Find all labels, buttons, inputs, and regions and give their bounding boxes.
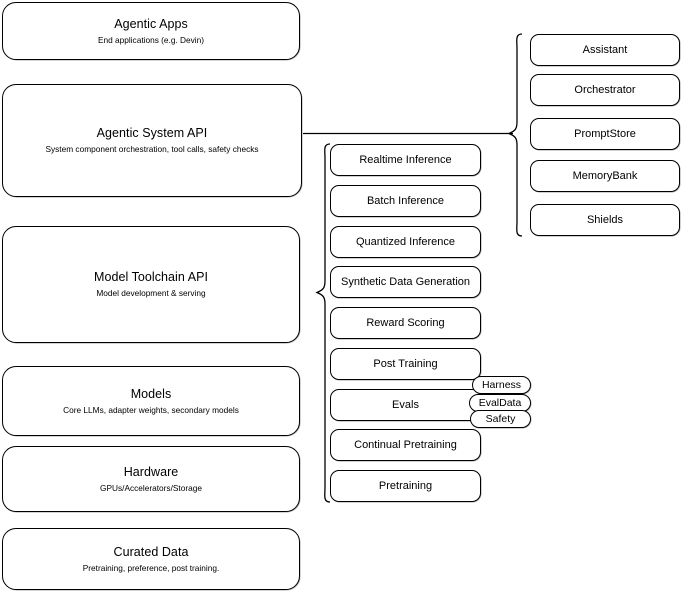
system-component-shields[interactable]: Shields [530, 204, 680, 236]
capability-synthetic-data-generation[interactable]: Synthetic Data Generation [330, 266, 481, 298]
capability-evals[interactable]: Evals [330, 389, 481, 421]
layer-hardware[interactable]: Hardware GPUs/Accelerators/Storage [2, 446, 300, 512]
layer-title: Model Toolchain API [94, 270, 208, 284]
capability-post-training[interactable]: Post Training [330, 348, 481, 380]
system-component-memorybank[interactable]: MemoryBank [530, 160, 680, 192]
layer-curated-data[interactable]: Curated Data Pretraining, preference, po… [2, 528, 300, 590]
evals-subcomponent-harness[interactable]: Harness [472, 376, 531, 394]
capability-realtime-inference[interactable]: Realtime Inference [330, 144, 481, 176]
layer-agentic-system-api[interactable]: Agentic System API System component orch… [2, 84, 302, 197]
layer-models[interactable]: Models Core LLMs, adapter weights, secon… [2, 366, 300, 436]
system-component-orchestrator[interactable]: Orchestrator [530, 74, 680, 106]
capability-batch-inference[interactable]: Batch Inference [330, 185, 481, 217]
layer-title: Hardware [123, 464, 179, 479]
brace-system-components [507, 33, 523, 237]
layer-subtitle: GPUs/Accelerators/Storage [100, 482, 202, 493]
layer-subtitle: Pretraining, preference, post training. [82, 562, 220, 573]
layer-model-toolchain-api[interactable]: Model Toolchain API Model development & … [2, 226, 300, 343]
system-component-promptstore[interactable]: PromptStore [530, 118, 680, 150]
layer-subtitle: End applications (e.g. Devin) [97, 34, 205, 45]
layer-title: Agentic Apps [114, 16, 188, 31]
layer-subtitle: Core LLMs, adapter weights, secondary mo… [63, 404, 239, 415]
evals-subcomponent-safety[interactable]: Safety [470, 410, 531, 428]
capability-reward-scoring[interactable]: Reward Scoring [330, 307, 481, 339]
layer-agentic-apps[interactable]: Agentic Apps End applications (e.g. Devi… [2, 2, 300, 60]
brace-toolchain-capabilities [315, 143, 331, 503]
layer-title: Agentic System API [96, 126, 208, 140]
capability-continual-pretraining[interactable]: Continual Pretraining [330, 429, 481, 461]
layer-subtitle: System component orchestration, tool cal… [45, 144, 259, 154]
capability-pretraining[interactable]: Pretraining [330, 470, 481, 502]
layer-title: Curated Data [113, 544, 189, 559]
layer-subtitle: Model development & serving [96, 288, 206, 298]
system-component-assistant[interactable]: Assistant [530, 34, 680, 66]
capability-quantized-inference[interactable]: Quantized Inference [330, 226, 481, 258]
layer-title: Models [130, 386, 172, 401]
